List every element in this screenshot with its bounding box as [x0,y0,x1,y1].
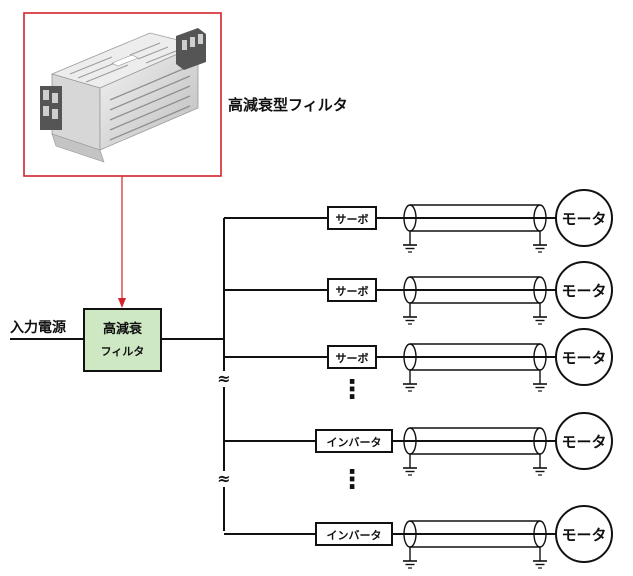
filter-block-line1: 高減衰 [103,321,143,337]
terminal-block-left [40,86,62,130]
ground-icon-right [532,546,548,569]
motor-label: モータ [561,526,606,544]
bus-break-symbol-1: ≈ [217,369,230,388]
filter-block: 高減衰 フィルタ [83,308,162,372]
motor-circle [555,412,613,470]
drive-row: サーボ モータ [224,189,613,253]
ground-icon-left [402,453,418,476]
motor-label: モータ [561,433,606,451]
servo-label: サーボ [336,212,369,226]
filter-block-line2: フィルタ [101,345,145,358]
product-label: 高減衰型フィルタ [228,96,348,114]
input-power-label: 入力電源 [10,319,66,336]
servo-label: サーボ [336,284,369,298]
servo-label: サーボ [336,351,369,365]
motor-label: モータ [561,282,606,300]
ground-icon-right [532,453,548,476]
drive-row: インバータ モータ [224,412,613,476]
ground-icon-left [402,546,418,569]
inverter-label: インバータ [327,436,382,449]
ground-icon-left [402,369,418,392]
motor-circle [555,328,613,386]
ground-icon-right [532,369,548,392]
motor-label: モータ [561,210,606,228]
ground-icon-right [532,230,548,253]
ground-icon-left [402,230,418,253]
motor-circle [555,261,613,319]
bus-break-symbol-2: ≈ [217,469,230,488]
drive-row: サーボ モータ [224,328,613,392]
motor-label: モータ [561,349,606,367]
drive-row: サーボ モータ [224,261,613,325]
continuation-dots-1: ⋮ [339,375,365,405]
filter-unit-illustration [40,28,206,163]
continuation-dots-2: ⋮ [339,465,365,495]
ground-icon-left [402,302,418,325]
product-photo [23,12,222,177]
product-arrow [118,176,126,308]
drive-rows: サーボモータサーボモータサーボモータインバータモータインバータモータ [224,189,613,569]
ground-icon-right [532,302,548,325]
drive-row: インバータ モータ [224,505,613,569]
motor-circle [555,505,613,563]
inverter-label: インバータ [327,529,382,542]
terminal-block-right [176,28,206,70]
motor-circle [555,189,613,247]
